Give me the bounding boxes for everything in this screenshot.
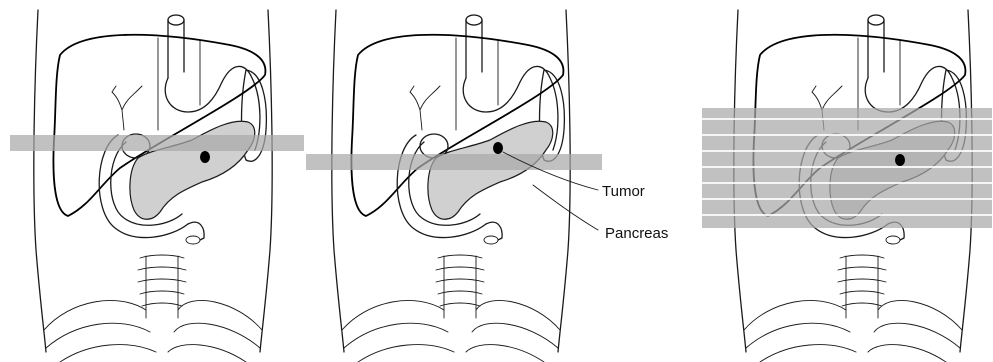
radiation-beam-band [306,154,602,170]
tumor-marker [493,142,503,154]
pancreas-label: Pancreas [605,225,668,242]
panel-3 [702,10,992,362]
pancreas-shape [428,121,553,219]
tumor-label: Tumor [602,183,645,200]
radiation-beam-band [10,135,304,151]
panel-2 [306,10,602,362]
panel-1 [10,10,304,362]
pancreas-leader-line [533,185,598,230]
striped-radiation-field [702,108,992,228]
tumor-marker [895,154,905,166]
tumor-marker [200,151,210,163]
